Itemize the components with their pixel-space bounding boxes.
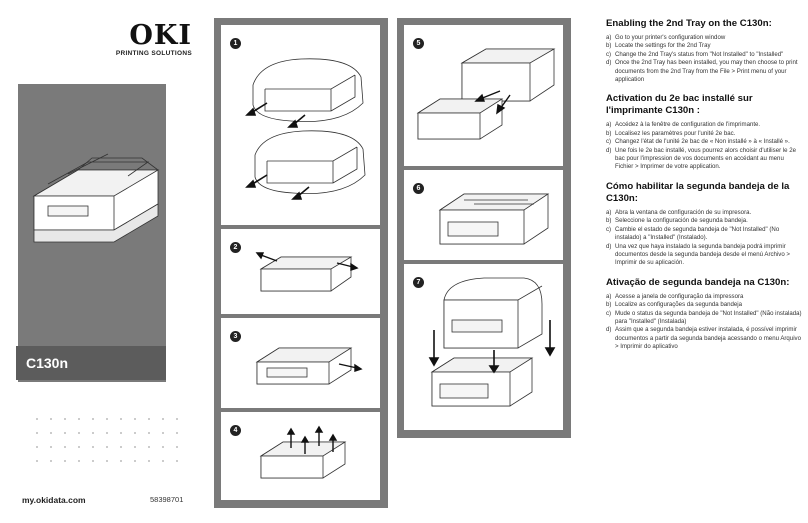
list-item: a)Abra la ventana de configuración de su… <box>606 208 752 216</box>
step-1-panel: 1 <box>221 25 380 225</box>
instructions-title-en: Enabling the 2nd Tray on the C130n: <box>606 18 772 29</box>
list-item: c)Cambie el estado de segunda bandeja de… <box>606 225 780 242</box>
list-item: a)Go to your printer's configuration win… <box>606 34 726 41</box>
list-item: a)Accédez à la fenêtre de configuration … <box>606 121 761 129</box>
step-4-panel: 4 <box>221 412 380 500</box>
list-item: d)Una vez que haya instalado la segunda … <box>606 242 790 267</box>
instructions-title-fr: Activation du 2e bac installé sur l'impr… <box>606 93 753 117</box>
tray-unit-illustration <box>32 153 160 243</box>
list-item: d)Assim que a segunda bandeja estiver in… <box>606 326 801 351</box>
step-1-number: 1 <box>230 38 241 49</box>
lift-tray-illustration <box>259 425 347 479</box>
step-3-panel: 3 <box>221 318 380 408</box>
website-link[interactable]: my.okidata.com <box>22 495 86 505</box>
remove-side-tape-illustration <box>255 347 363 385</box>
step-2-panel: 2 <box>221 229 380 314</box>
part-number: 58398701 <box>150 495 184 504</box>
step-5-panel: 5 <box>404 25 563 166</box>
logo-tagline: PRINTING SOLUTIONS <box>115 50 192 57</box>
place-printer-on-tray-illustration <box>428 277 556 407</box>
step-4-number: 4 <box>230 425 241 436</box>
brand-logo: OKI PRINTING SOLUTIONS <box>112 20 192 58</box>
list-item: d)Once the 2nd Tray has been installed, … <box>606 59 798 84</box>
model-bar: C130n <box>16 346 166 380</box>
instructions-title-pt: Ativação de segunda bandeja na C130n: <box>606 276 790 288</box>
step-3-number: 3 <box>230 331 241 342</box>
list-item: c)Change the 2nd Tray's status from "Not… <box>606 50 784 58</box>
instructions-list-es: a)Abra la ventana de configuración de su… <box>606 209 802 268</box>
cover-panel: OKI PRINTING SOLUTIONS C130n my.okidata.… <box>0 0 205 523</box>
list-item: d)Une fois le 2e bac installé, vous pour… <box>606 146 797 171</box>
step-7-panel: 7 <box>404 264 563 430</box>
decorative-dot-grid <box>30 412 180 472</box>
instructions-title-es: Cómo habilitar la segunda bandeja de la … <box>606 180 790 204</box>
model-name: C130n <box>26 355 69 371</box>
step-2-number: 2 <box>230 242 241 253</box>
logo-text: OKI <box>129 20 192 51</box>
step-5-number: 5 <box>413 38 424 49</box>
instructions-list-pt: a)Acesse a janela de configuração da imp… <box>606 293 802 352</box>
remove-tape-illustration <box>255 252 359 292</box>
instructions-list-fr: a)Accédez à la fenêtre de configuration … <box>606 121 802 171</box>
step-6-panel: 6 <box>404 170 563 260</box>
remove-packaging-illustration <box>245 58 366 200</box>
instructions-column: Enabling the 2nd Tray on the C130n: a)Go… <box>606 18 802 361</box>
cover-illustration <box>18 84 166 382</box>
list-item: b)Seleccione la configuración de segunda… <box>606 217 748 225</box>
list-item: c)Changez l'état de l'unité 2e bac de « … <box>606 138 790 146</box>
list-item: b)Localisez les paramètres pour l'unité … <box>606 129 736 137</box>
remove-internal-packing-illustration <box>416 48 556 140</box>
steps-column-1: 1 2 <box>214 18 388 508</box>
list-item: b)Locate the settings for the 2nd Tray <box>606 42 711 50</box>
insert-tray-illustration <box>438 193 550 245</box>
list-item: a)Acesse a janela de configuração da imp… <box>606 292 744 300</box>
step-6-number: 6 <box>413 183 424 194</box>
step-7-number: 7 <box>413 277 424 288</box>
steps-column-2: 5 6 <box>397 18 571 438</box>
list-item: c)Mude o status da segunda bandeja de "N… <box>606 309 802 325</box>
instructions-list-en: a)Go to your printer's configuration win… <box>606 34 802 84</box>
list-item: b)Localize as configurações da segunda b… <box>606 301 743 309</box>
